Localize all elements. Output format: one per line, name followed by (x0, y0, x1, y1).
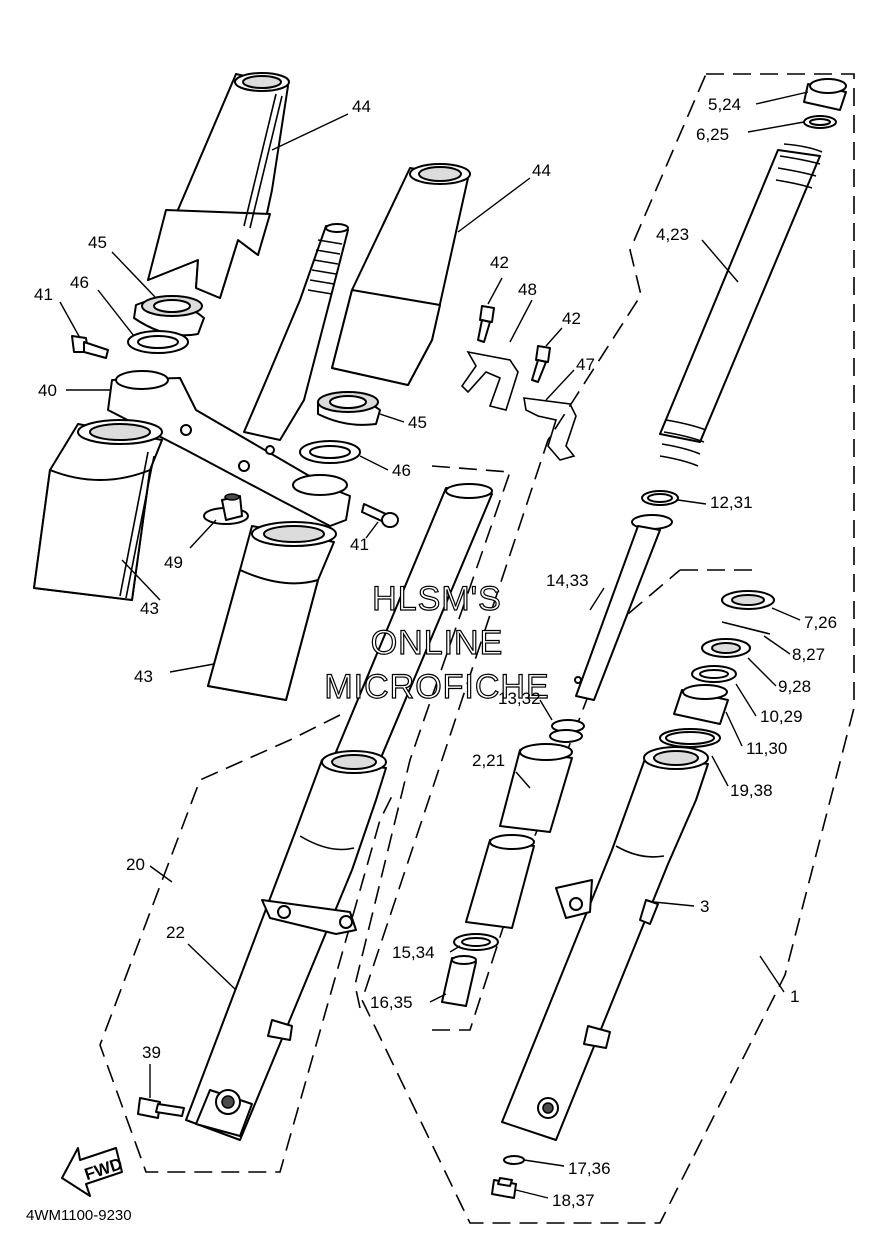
label-46-left: 46 (70, 273, 89, 292)
label-18-37: 18,37 (552, 1191, 595, 1210)
label-41-right: 41 (350, 535, 369, 554)
label-15-34: 15,34 (392, 943, 435, 962)
oil-seal-9-28 (701, 638, 751, 658)
label-44-upper: 44 (352, 97, 371, 116)
spacer-12-31 (641, 490, 679, 506)
label-49: 49 (164, 553, 183, 572)
washer-17-36 (503, 1155, 525, 1165)
watermark-line-3: MICROFICHE (324, 668, 549, 706)
label-1: 1 (790, 987, 799, 1006)
label-45-right: 45 (408, 413, 427, 432)
fork-cover-44-upper (147, 72, 290, 299)
seal-7-26 (721, 590, 775, 610)
watermark-line-2: ONLINE (371, 624, 504, 662)
steering-shaft (243, 223, 349, 441)
label-48: 48 (518, 280, 537, 299)
label-42-right: 42 (562, 309, 581, 328)
leader-lines (59, 91, 809, 1199)
bolt-41-left (71, 335, 109, 359)
bearing-45-left (133, 295, 205, 337)
label-14-33: 14,33 (546, 571, 589, 590)
damper-holder (465, 834, 535, 929)
label-39: 39 (142, 1043, 161, 1062)
hose-guide-48 (460, 350, 519, 411)
collar-49 (203, 493, 249, 525)
hose-guide-47 (523, 397, 577, 461)
label-9-28: 9,28 (778, 677, 811, 696)
inner-tube-left (335, 483, 493, 761)
label-44-lower: 44 (532, 161, 551, 180)
fork-cover-43-right (207, 521, 337, 701)
bushing-11-30 (673, 684, 729, 725)
label-7-26: 7,26 (804, 613, 837, 632)
collar-16-35 (441, 955, 477, 1007)
slide-metal-2-21 (499, 743, 573, 833)
label-43-right: 43 (134, 667, 153, 686)
label-47: 47 (576, 355, 595, 374)
label-20: 20 (126, 855, 145, 874)
fork-cover-44-lower (331, 163, 471, 386)
group-outline-right-fork (361, 73, 855, 1224)
label-17-36: 17,36 (568, 1159, 611, 1178)
group-outline-left-fork (99, 714, 396, 1173)
watermark: HLSM'S ONLINE MICROFICHE (324, 579, 550, 706)
label-13-32: 13,32 (498, 689, 541, 708)
outer-tube-3 (501, 746, 709, 1141)
part-labels: 44 44 45 46 41 40 42 48 42 47 45 46 41 4… (34, 95, 837, 1210)
group-outline-inner-tube (354, 465, 512, 1009)
label-4-23: 4,23 (656, 225, 689, 244)
bolt-42-right (531, 345, 551, 383)
label-16-35: 16,35 (370, 993, 413, 1012)
fork-cover-43-left (33, 419, 163, 601)
label-40: 40 (38, 381, 57, 400)
label-22: 22 (166, 923, 185, 942)
washer-46-right (299, 440, 361, 464)
diagram-code: 4WM1100-9230 (26, 1207, 132, 1224)
watermark-line-1: HLSM'S (372, 580, 502, 618)
bolt-39 (137, 1097, 185, 1119)
label-41-left: 41 (34, 285, 53, 304)
label-8-27: 8,27 (792, 645, 825, 664)
washer-46-left (127, 330, 189, 354)
o-ring-19-38 (659, 728, 721, 748)
bolt-41-right (361, 503, 399, 528)
bearing-45-right (317, 391, 381, 426)
label-45-left: 45 (88, 233, 107, 252)
label-11-30: 11,30 (746, 739, 787, 758)
damper-rod-14-33 (574, 514, 673, 701)
bolt-42-left (477, 305, 495, 343)
label-19-38: 19,38 (730, 781, 773, 800)
label-10-29: 10,29 (760, 707, 803, 726)
seal-15-34 (453, 933, 499, 951)
label-42-left: 42 (490, 253, 509, 272)
label-5-24: 5,24 (708, 95, 741, 114)
fork-spring-4-23 (659, 143, 823, 467)
cap-bolt-5-24 (803, 78, 847, 111)
outer-tube-22 (185, 750, 387, 1141)
clip-8-27 (721, 621, 771, 635)
washer-10-29 (691, 665, 737, 683)
label-12-31: 12,31 (710, 493, 753, 512)
bolt-18-37 (491, 1177, 517, 1199)
fwd-arrow: FWD (61, 1147, 125, 1197)
label-46-right: 46 (392, 461, 411, 480)
label-6-25: 6,25 (696, 125, 729, 144)
label-43-left: 43 (140, 599, 159, 618)
label-3: 3 (700, 897, 709, 916)
under-bracket-40 (107, 370, 351, 527)
label-2-21: 2,21 (472, 751, 505, 770)
spring-13-32 (549, 719, 585, 743)
o-ring-6-25 (803, 115, 837, 129)
